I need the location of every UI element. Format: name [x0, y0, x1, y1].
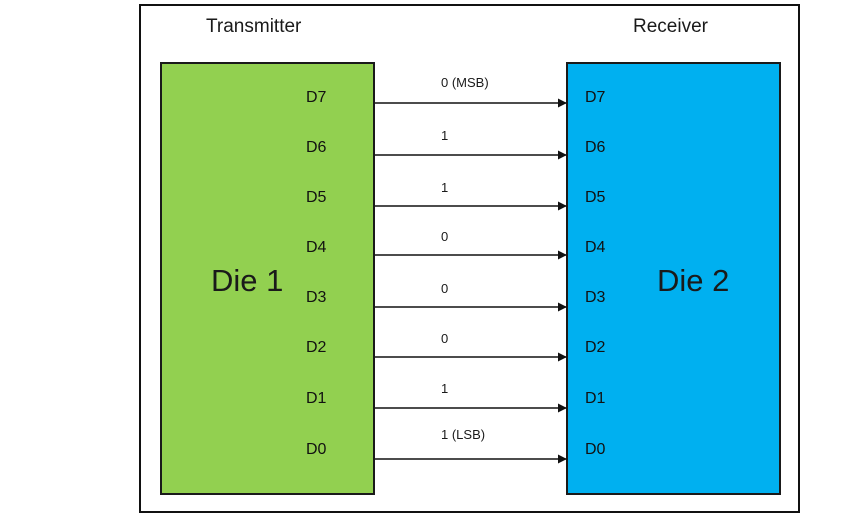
rx-pin-d5: D5 [585, 189, 606, 206]
rx-pin-d7: D7 [585, 89, 606, 106]
tx-pin-d7: D7 [306, 89, 327, 106]
die-1-label: Die 1 [211, 263, 284, 298]
die-2-block [566, 62, 781, 495]
tx-pin-d6: D6 [306, 139, 327, 156]
bit-label-d2: 0 [441, 331, 449, 346]
bit-label-d0: 1 (LSB) [441, 427, 486, 442]
die-2-label: Die 2 [657, 263, 730, 298]
tx-pin-d1: D1 [306, 390, 327, 407]
tx-pin-d4: D4 [306, 239, 327, 256]
bit-label-d4: 0 [441, 229, 449, 244]
tx-pin-d2: D2 [306, 339, 327, 356]
rx-pin-d2: D2 [585, 339, 606, 356]
tx-pin-d5: D5 [306, 189, 327, 206]
bit-label-d3: 0 [441, 281, 449, 296]
die-1-block [160, 62, 375, 495]
transmitter-heading: Transmitter [206, 16, 302, 37]
bit-label-d6: 1 [441, 128, 449, 143]
rx-pin-d3: D3 [585, 289, 606, 306]
rx-pin-d6: D6 [585, 139, 606, 156]
tx-pin-d3: D3 [306, 289, 327, 306]
diagram-frame [139, 4, 800, 513]
tx-pin-d0: D0 [306, 441, 327, 458]
bit-label-d7: 0 (MSB) [441, 75, 489, 90]
rx-pin-d1: D1 [585, 390, 606, 407]
bit-label-d5: 1 [441, 180, 449, 195]
rx-pin-d0: D0 [585, 441, 606, 458]
rx-pin-d4: D4 [585, 239, 606, 256]
bit-label-d1: 1 [441, 381, 449, 396]
receiver-heading: Receiver [633, 16, 708, 37]
